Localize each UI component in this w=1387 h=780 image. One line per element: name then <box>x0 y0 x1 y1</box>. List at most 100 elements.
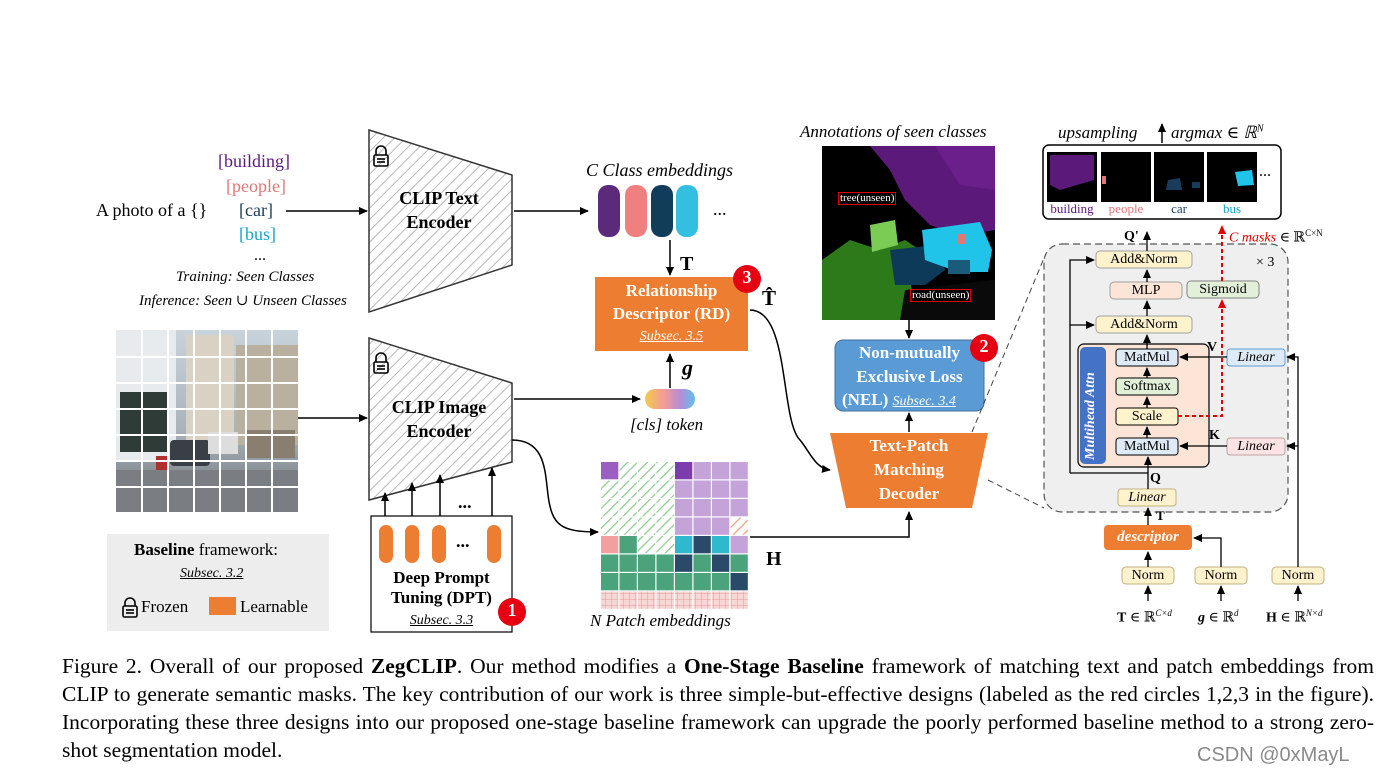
badge-3-circle <box>733 265 761 293</box>
norm-t-label: Norm <box>1131 568 1165 583</box>
patch-cell <box>656 517 674 535</box>
mask-ellipsis: ... <box>1259 163 1271 180</box>
class-embedding-pill <box>651 185 673 237</box>
rd-title-2: Descriptor (RD) <box>612 304 731 323</box>
dpt-ellipsis: ... <box>456 531 470 551</box>
dpt-title-2: Tuning (DPT) <box>391 588 492 607</box>
prompt-pill <box>405 525 419 563</box>
patch-cell <box>693 573 711 591</box>
patch-cell <box>675 554 693 572</box>
rd-input-T: T <box>680 253 694 275</box>
mha-panel <box>1077 343 1210 468</box>
upsampling-label: upsampling <box>1058 123 1138 142</box>
descriptor-box <box>1104 525 1192 550</box>
mask-label-bus: bus <box>1222 201 1242 216</box>
linear-k-label: Linear <box>1237 439 1275 454</box>
patch-embeddings-grid <box>601 462 748 609</box>
patch-cell <box>638 462 656 480</box>
cls-token-bar <box>645 389 695 409</box>
arrow-patches-to-decoder <box>750 511 913 538</box>
mlp-label: MLP <box>1131 283 1161 298</box>
caption-rest: framework of matching text and patch emb… <box>62 654 1374 762</box>
c-masks-label: C masks ∈ ℝC×N <box>1229 228 1323 246</box>
repeat-times-label: × 3 <box>1256 255 1275 270</box>
class-embeddings-ellipsis: ... <box>713 199 727 219</box>
caption-baseline: One-Stage Baseline <box>684 654 864 678</box>
k-label: K <box>1209 428 1220 443</box>
linear-v-label: Linear <box>1237 350 1275 365</box>
annotation-road: road(unseen) <box>910 289 972 302</box>
patch-cell <box>730 573 748 591</box>
annotation-tree: tree(unseen) <box>838 192 897 205</box>
dpt-badge: 1 <box>507 600 517 620</box>
dpt-subsec: Subsec. 3.3 <box>409 613 474 628</box>
v-label: V <box>1207 340 1218 355</box>
patch-cell <box>656 536 674 554</box>
nel-badge: 2 <box>979 336 989 356</box>
image-encoder-title-2: Encoder <box>406 421 472 441</box>
patch-cell <box>656 573 674 591</box>
patch-cell <box>675 573 693 591</box>
nel-title-2: Exclusive Loss <box>856 367 963 386</box>
linear-q-label: Linear <box>1128 490 1166 505</box>
input-T-label: T ∈ ℝC×d <box>1117 608 1172 626</box>
patch-cell <box>656 591 674 609</box>
mha-vertical-bar <box>1080 347 1106 464</box>
add-norm-mid-label: Add&Norm <box>1110 317 1178 332</box>
patch-cell <box>693 462 711 480</box>
clip-text-encoder-shape <box>368 128 513 314</box>
patch-cell <box>675 536 693 554</box>
patch-cell <box>638 591 656 609</box>
patch-H-label: H <box>766 548 782 570</box>
image-encoder-title-1: CLIP Image <box>391 397 487 417</box>
prompt-pill <box>379 525 393 563</box>
patch-cell <box>601 573 619 591</box>
matmul-bottom-label: MatMul <box>1124 439 1170 454</box>
patch-cell <box>619 462 637 480</box>
patch-cell <box>730 591 748 609</box>
prompt-template: A photo of a {} <box>96 200 208 220</box>
patch-cell <box>730 462 748 480</box>
decoder-title-3: Decoder <box>878 484 940 503</box>
patch-cell <box>638 536 656 554</box>
dpt-arrow-ellipsis: ... <box>458 492 472 512</box>
class-building: [building] <box>218 151 290 171</box>
patch-cell <box>693 499 711 517</box>
patch-cell <box>730 554 748 572</box>
badge-1-circle <box>498 598 526 626</box>
patch-cell <box>656 554 674 572</box>
class-embedding-pill <box>598 185 620 237</box>
patch-cell <box>601 462 619 480</box>
lock-icon <box>373 145 389 167</box>
caption-name: ZegCLIP <box>370 654 457 678</box>
add-norm-top-box <box>1095 250 1193 269</box>
zoom-line <box>987 479 1045 509</box>
patch-cell <box>675 517 693 535</box>
legend-title: Baseline framework: <box>134 540 279 559</box>
patch-cell <box>638 554 656 572</box>
class-embeddings-label: C Class embeddings <box>586 160 734 180</box>
inference-note: Inference: Seen ∪ Unseen Classes <box>139 293 347 309</box>
patch-cell <box>619 499 637 517</box>
input-photo <box>116 330 298 512</box>
matmul-top-label: MatMul <box>1124 350 1170 365</box>
mask-label-car: car <box>1171 201 1187 216</box>
softmax-label: Softmax <box>1123 379 1171 394</box>
rd-output-T-hat: T̂ <box>762 286 777 310</box>
patch-cell <box>601 499 619 517</box>
patch-cell <box>656 462 674 480</box>
text-encoder-title-2: Encoder <box>406 212 472 232</box>
patch-embeddings-label: N Patch embeddings <box>590 611 731 630</box>
class-embedding-pill <box>676 185 698 237</box>
caption-prefix: Figure 2. Overall of our proposed <box>62 654 371 678</box>
legend-subsec: Subsec. 3.2 <box>180 566 244 581</box>
lock-icon <box>122 597 138 618</box>
patch-cell <box>730 480 748 498</box>
patch-cell <box>656 480 674 498</box>
patch-cell <box>712 462 730 480</box>
patch-cell <box>638 499 656 517</box>
annotations-title: Annotations of seen classes <box>800 122 987 141</box>
mask-thumb-car <box>1154 152 1204 202</box>
input-H-label: H ∈ ℝN×d <box>1266 608 1323 626</box>
decoder-shape <box>830 433 988 508</box>
